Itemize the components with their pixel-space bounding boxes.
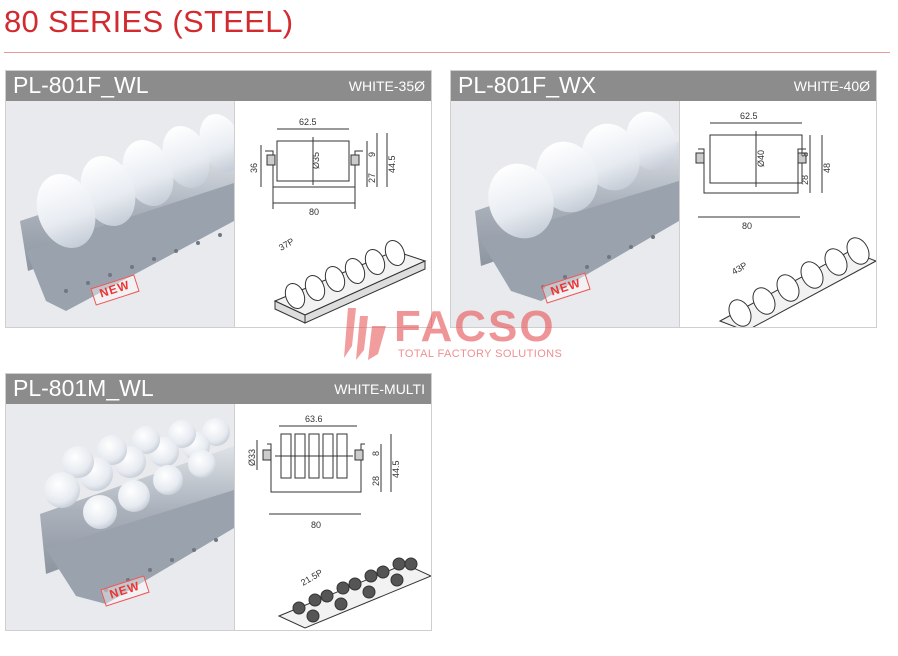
dimension-diagram: 63.6 Ø33 8 28 44.5 80 21.5P: [247, 414, 431, 629]
dim-diameter: Ø33: [247, 449, 257, 466]
product-photo: NEW: [451, 101, 679, 327]
dim-top: 62.5: [299, 117, 317, 127]
dim-pitch: 43P: [730, 260, 749, 277]
dim-width: 80: [742, 221, 752, 231]
product-name: PL-801F_WX: [458, 72, 597, 98]
title-divider: [4, 52, 890, 53]
product-photo: NEW: [6, 404, 234, 630]
dim-pitch: 21.5P: [299, 567, 324, 587]
product-header: PL-801M_WL WHITE-MULTI: [6, 374, 431, 404]
dim-height: 44.5: [387, 155, 397, 173]
product-name: PL-801M_WL: [13, 375, 154, 401]
product-photo: NEW: [6, 101, 234, 327]
dim-b: 28: [371, 476, 381, 486]
watermark-tagline: TOTAL FACTORY SOLUTIONS: [398, 348, 563, 360]
product-variant: WHITE-40Ø: [793, 78, 870, 94]
dim-b: 27: [367, 173, 377, 183]
dim-diameter: Ø40: [756, 150, 766, 167]
dim-top: 63.6: [305, 414, 323, 424]
product-card-pl-801f-wx[interactable]: PL-801F_WX WHITE-40Ø: [450, 70, 877, 328]
dimension-diagram: 62.5 Ø35 9 27 44.5 36 80 37P: [249, 117, 427, 324]
dim-a: 9: [367, 152, 377, 157]
technical-drawing: 62.5 Ø35 9 27 44.5 36 80 37P: [234, 101, 431, 327]
product-variant: WHITE-35Ø: [348, 78, 425, 94]
product-card-pl-801m-wl[interactable]: PL-801M_WL WHITE-MULTI: [5, 373, 432, 631]
dimension-diagram: 62.5 Ø40 8 28 48 80 43P: [695, 111, 876, 327]
product-variant: WHITE-MULTI: [334, 381, 425, 397]
dim-width: 80: [309, 207, 319, 217]
dim-b: 28: [800, 175, 810, 185]
product-header: PL-801F_WL WHITE-35Ø: [6, 71, 431, 101]
watermark-brand: FACSO: [394, 302, 556, 351]
roller-track-photo: [20, 113, 234, 311]
dim-width: 80: [311, 520, 321, 530]
dim-top: 62.5: [740, 111, 758, 121]
dim-diameter: Ø35: [311, 152, 321, 169]
facso-watermark: FACSO TOTAL FACTORY SOLUTIONS: [338, 302, 578, 366]
dim-pitch: 37P: [277, 236, 296, 253]
product-header: PL-801F_WX WHITE-40Ø: [451, 71, 876, 101]
dim-height: 48: [822, 163, 832, 173]
technical-drawing: 63.6 Ø33 8 28 44.5 80 21.5P: [234, 404, 431, 630]
page-title: 80 SERIES (STEEL): [4, 4, 294, 39]
technical-drawing: 62.5 Ø40 8 28 48 80 43P: [679, 101, 876, 327]
dim-height: 44.5: [391, 460, 401, 478]
roller-track-photo: [475, 111, 679, 301]
product-card-pl-801f-wl[interactable]: PL-801F_WL WHITE-35Ø: [5, 70, 432, 328]
dim-a: 8: [800, 152, 810, 157]
roller-track-photo: [40, 418, 234, 604]
facso-logo-icon: [344, 308, 386, 360]
dim-left: 36: [249, 163, 259, 173]
dim-a: 8: [371, 451, 381, 456]
product-name: PL-801F_WL: [13, 72, 149, 98]
